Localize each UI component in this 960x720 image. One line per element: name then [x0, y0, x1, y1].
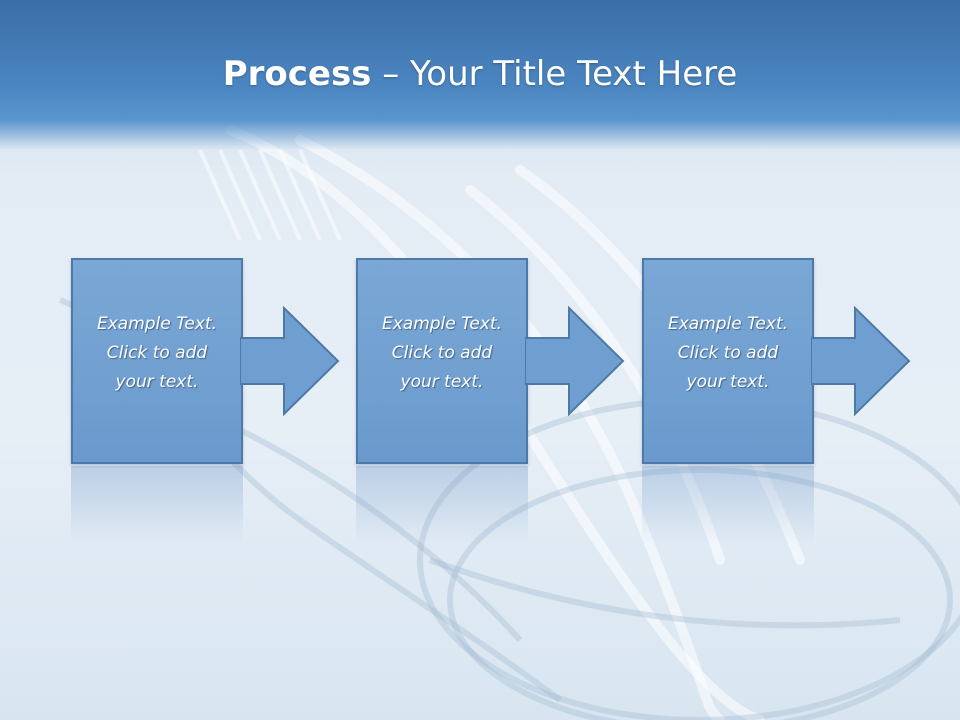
- title-text: – Your Title Text Here: [371, 54, 738, 94]
- right-arrow-icon: [811, 306, 911, 416]
- header-band: [0, 0, 960, 150]
- step-text[interactable]: Example Text. Click to add your text.: [96, 314, 218, 392]
- title-emphasis: Process: [222, 54, 372, 94]
- step-reflection: [642, 466, 814, 546]
- process-step-box[interactable]: Example Text. Click to add your text.: [642, 258, 814, 546]
- step-text[interactable]: Example Text. Click to add your text.: [381, 314, 503, 392]
- slide-title[interactable]: Process – Your Title Text Here: [0, 50, 960, 98]
- step-reflection: [71, 466, 243, 546]
- right-arrow-icon: [240, 306, 340, 416]
- step-reflection: [356, 466, 528, 546]
- step-text[interactable]: Example Text. Click to add your text.: [667, 314, 789, 392]
- process-step-box[interactable]: Example Text. Click to add your text.: [71, 258, 243, 546]
- right-arrow-icon: [525, 306, 625, 416]
- process-step-box[interactable]: Example Text. Click to add your text.: [356, 258, 528, 546]
